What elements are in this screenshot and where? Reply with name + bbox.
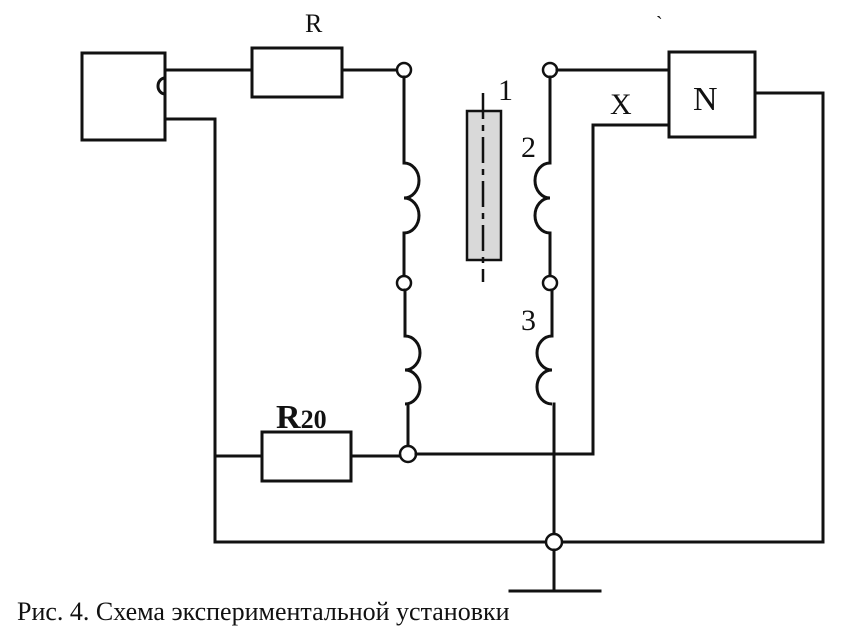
instrument-n-label: N <box>693 81 718 118</box>
wire-n-return <box>560 91 825 544</box>
input-x-label: X <box>610 88 632 121</box>
wire-x-input <box>414 123 671 456</box>
terminal-mid-right <box>541 274 559 292</box>
terminal-top-right <box>541 61 559 79</box>
specimen-label: 1 <box>498 74 513 107</box>
primary-coil-lower <box>404 334 422 406</box>
wire-gen-return <box>163 117 548 544</box>
resistor-r20-label-main: R <box>276 399 301 436</box>
primary-coil-upper <box>403 161 421 235</box>
terminal-top-left <box>395 61 413 79</box>
terminal-mid-left <box>395 274 413 292</box>
figure-caption: Рис. 4. Схема экспериментальной установк… <box>17 597 510 626</box>
stray-mark: ˋ <box>656 13 663 35</box>
generator-output-arc <box>156 76 167 96</box>
resistor-r20-label-sub: 20 <box>301 405 327 434</box>
coil-2 <box>533 161 551 235</box>
terminal-bottom-left <box>398 444 418 464</box>
resistor-r-label: R <box>305 9 323 38</box>
resistor-r <box>250 46 344 99</box>
coil-3-label: 3 <box>521 304 536 337</box>
resistor-r20-label: R20 <box>276 399 327 436</box>
resistor-r20 <box>260 430 353 483</box>
ground-node <box>544 532 564 552</box>
generator-box <box>80 51 167 142</box>
coil-3 <box>535 334 553 406</box>
instrument-n-box <box>667 50 757 139</box>
coil-2-label: 2 <box>521 131 536 164</box>
